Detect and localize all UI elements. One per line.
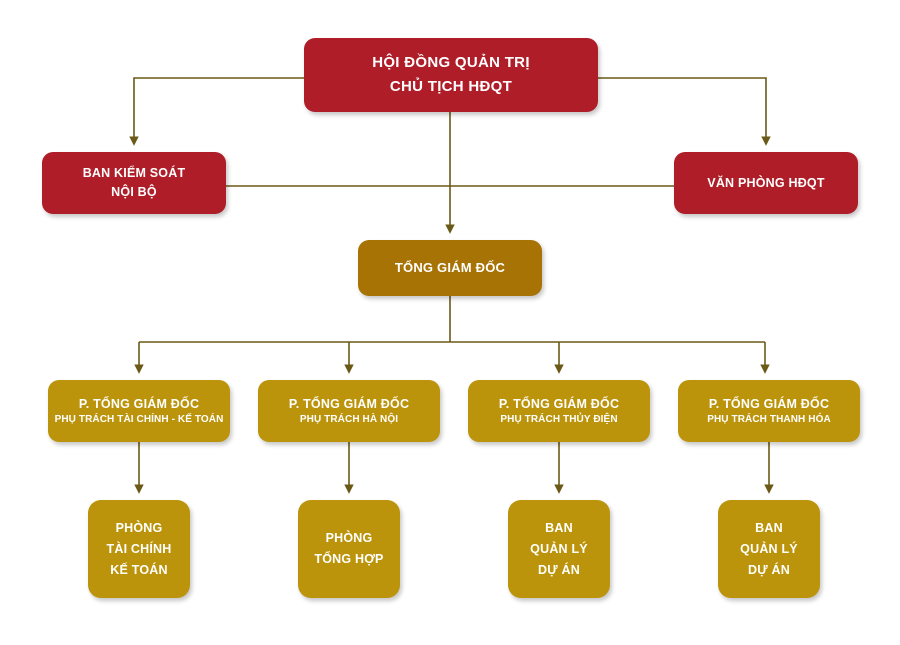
node-control-line1: BAN KIỂM SOÁT <box>82 165 186 180</box>
node-deputy-director-thanhhoa[interactable]: P. TỔNG GIÁM ĐỐC PHỤ TRÁCH THANH HÓA <box>678 380 860 442</box>
node-board-of-directors[interactable]: HỘI ĐỒNG QUẢN TRỊ CHỦ TỊCH HĐQT <box>304 38 598 112</box>
node-department-finance-accounting[interactable]: PHÒNG TÀI CHÍNH KẾ TOÁN <box>88 500 190 598</box>
deputy-2-line1: P. TỔNG GIÁM ĐỐC <box>498 396 620 411</box>
node-internal-control-board[interactable]: BAN KIỂM SOÁT NỘI BỘ <box>42 152 226 214</box>
node-board-office[interactable]: VĂN PHÒNG HĐQT <box>674 152 858 214</box>
node-project-management-board-thanhhoa[interactable]: BAN QUẢN LÝ DỰ ÁN <box>718 500 820 598</box>
deputy-3-line2: PHỤ TRÁCH THANH HÓA <box>707 413 831 425</box>
dept-0-line3: KẾ TOÁN <box>110 562 168 577</box>
deputy-2-line2: PHỤ TRÁCH THỦY ĐIỆN <box>500 413 618 425</box>
edge-board-to-office <box>598 77 771 146</box>
node-control-line2: NỘI BỘ <box>111 185 157 199</box>
dept-1-line1: PHÒNG <box>325 531 373 545</box>
edge-board-to-control <box>129 77 304 146</box>
dept-3-line2: QUẢN LÝ <box>740 541 798 556</box>
node-board-line1: HỘI ĐỒNG QUẢN TRỊ <box>372 53 530 71</box>
node-board-line2: CHỦ TỊCH HĐQT <box>389 78 513 95</box>
node-office-line1: VĂN PHÒNG HĐQT <box>707 175 825 190</box>
dept-2-line3: DỰ ÁN <box>538 562 580 577</box>
deputy-3-line1: P. TỔNG GIÁM ĐỐC <box>708 396 830 411</box>
dept-2-line1: BAN <box>545 520 573 535</box>
deputy-1-line1: P. TỔNG GIÁM ĐỐC <box>288 396 410 411</box>
node-project-management-board-hydropower[interactable]: BAN QUẢN LÝ DỰ ÁN <box>508 500 610 598</box>
dept-3-line3: DỰ ÁN <box>748 562 790 577</box>
node-department-general-affairs[interactable]: PHÒNG TỔNG HỢP <box>298 500 400 598</box>
node-general-director[interactable]: TỔNG GIÁM ĐỐC <box>358 240 542 296</box>
node-deputy-director-hydropower[interactable]: P. TỔNG GIÁM ĐỐC PHỤ TRÁCH THỦY ĐIỆN <box>468 380 650 442</box>
dept-2-line2: QUẢN LÝ <box>530 541 588 556</box>
dept-0-line1: PHÒNG <box>115 520 163 535</box>
deputy-1-line2: PHỤ TRÁCH HÀ NỘI <box>299 413 399 425</box>
dept-0-line2: TÀI CHÍNH <box>106 541 172 556</box>
deputy-0-line2: PHỤ TRÁCH TÀI CHÍNH - KẾ TOÁN <box>54 413 224 425</box>
node-ceo-line1: TỔNG GIÁM ĐỐC <box>394 260 506 276</box>
node-deputy-director-hanoi[interactable]: P. TỔNG GIÁM ĐỐC PHỤ TRÁCH HÀ NỘI <box>258 380 440 442</box>
node-deputy-director-finance[interactable]: P. TỔNG GIÁM ĐỐC PHỤ TRÁCH TÀI CHÍNH - K… <box>48 380 230 442</box>
dept-3-line1: BAN <box>755 520 783 535</box>
dept-1-line2: TỔNG HỢP <box>314 552 384 566</box>
deputy-0-line1: P. TỔNG GIÁM ĐỐC <box>78 396 200 411</box>
